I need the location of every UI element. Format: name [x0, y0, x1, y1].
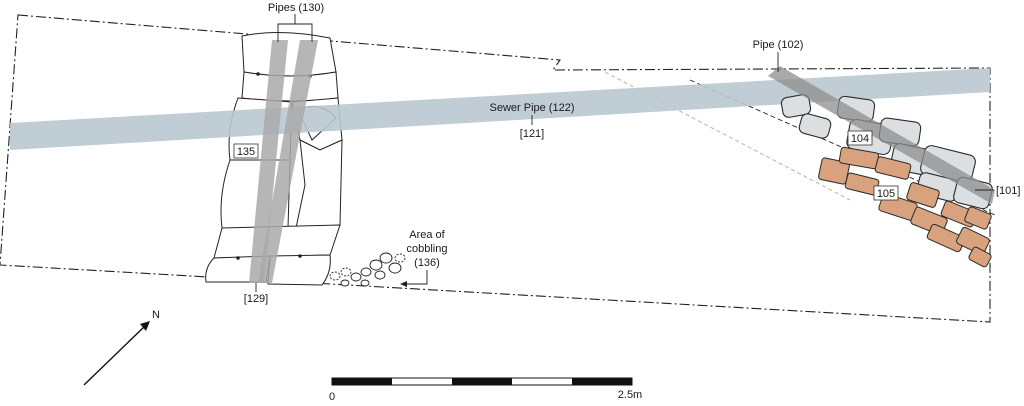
cut-121-label: [121]	[520, 128, 544, 140]
ctx-104-label: 104	[851, 133, 869, 145]
cobbling-leader	[404, 270, 428, 285]
pipe-102-band	[768, 66, 995, 204]
cobbling-arrowhead	[400, 281, 407, 287]
bricks-105	[818, 146, 992, 268]
scale-segment	[332, 378, 392, 385]
ctx-135-box	[233, 143, 259, 159]
cobbling-label-line2: cobbling	[407, 243, 448, 255]
brick	[956, 226, 990, 256]
cobbling-label-line1: Area of	[409, 229, 445, 241]
pipe-102-label: Pipe (102)	[753, 39, 804, 51]
cobble	[329, 271, 341, 281]
joint-mark	[256, 72, 260, 76]
brick	[906, 182, 940, 208]
north-arrow: N	[83, 309, 160, 386]
scale-start-label: 0	[329, 391, 335, 403]
joint-mark	[298, 254, 302, 258]
wall-stone	[295, 139, 343, 229]
brick	[964, 206, 992, 230]
cobbling-label-line3: (136)	[414, 257, 440, 269]
pipe-130-left	[249, 40, 288, 283]
cobble	[340, 279, 350, 287]
cobble	[340, 267, 352, 277]
ctx-105-box	[873, 185, 899, 201]
wall-stone	[241, 31, 337, 77]
brick	[968, 246, 992, 268]
stone	[780, 94, 812, 118]
wall-stone	[241, 71, 339, 102]
north-label: N	[152, 309, 160, 321]
pipes-130-label: Pipes (130)	[268, 2, 324, 14]
brick	[874, 156, 912, 180]
sewer-pipe-label: Sewer Pipe (122)	[490, 102, 575, 114]
cobble	[350, 272, 362, 282]
cut-101-label: [101]	[996, 185, 1020, 197]
cobble	[360, 267, 372, 277]
stone	[798, 113, 832, 139]
scale-segment	[572, 378, 632, 385]
pipes-130-bracket	[277, 14, 313, 42]
cobble	[388, 262, 402, 274]
joint-mark	[236, 256, 240, 260]
cobble	[394, 253, 406, 263]
wall-stone	[267, 254, 331, 286]
cobble	[374, 270, 386, 280]
ctx-105-label: 105	[877, 188, 895, 200]
cobble	[369, 259, 383, 271]
sewer-pipe-band	[10, 68, 990, 150]
cobbling-136	[329, 252, 406, 287]
pipe-130-right	[258, 40, 318, 283]
scale-end-label: 2.5m	[618, 389, 642, 401]
scale-segment	[452, 378, 512, 385]
cut-129-label: [129]	[244, 293, 268, 305]
scale-bar: 0 2.5m	[329, 377, 642, 403]
ctx-135-label: 135	[237, 146, 255, 158]
cobble	[379, 252, 393, 264]
ctx-104-box	[847, 130, 873, 146]
cobble	[360, 279, 370, 287]
